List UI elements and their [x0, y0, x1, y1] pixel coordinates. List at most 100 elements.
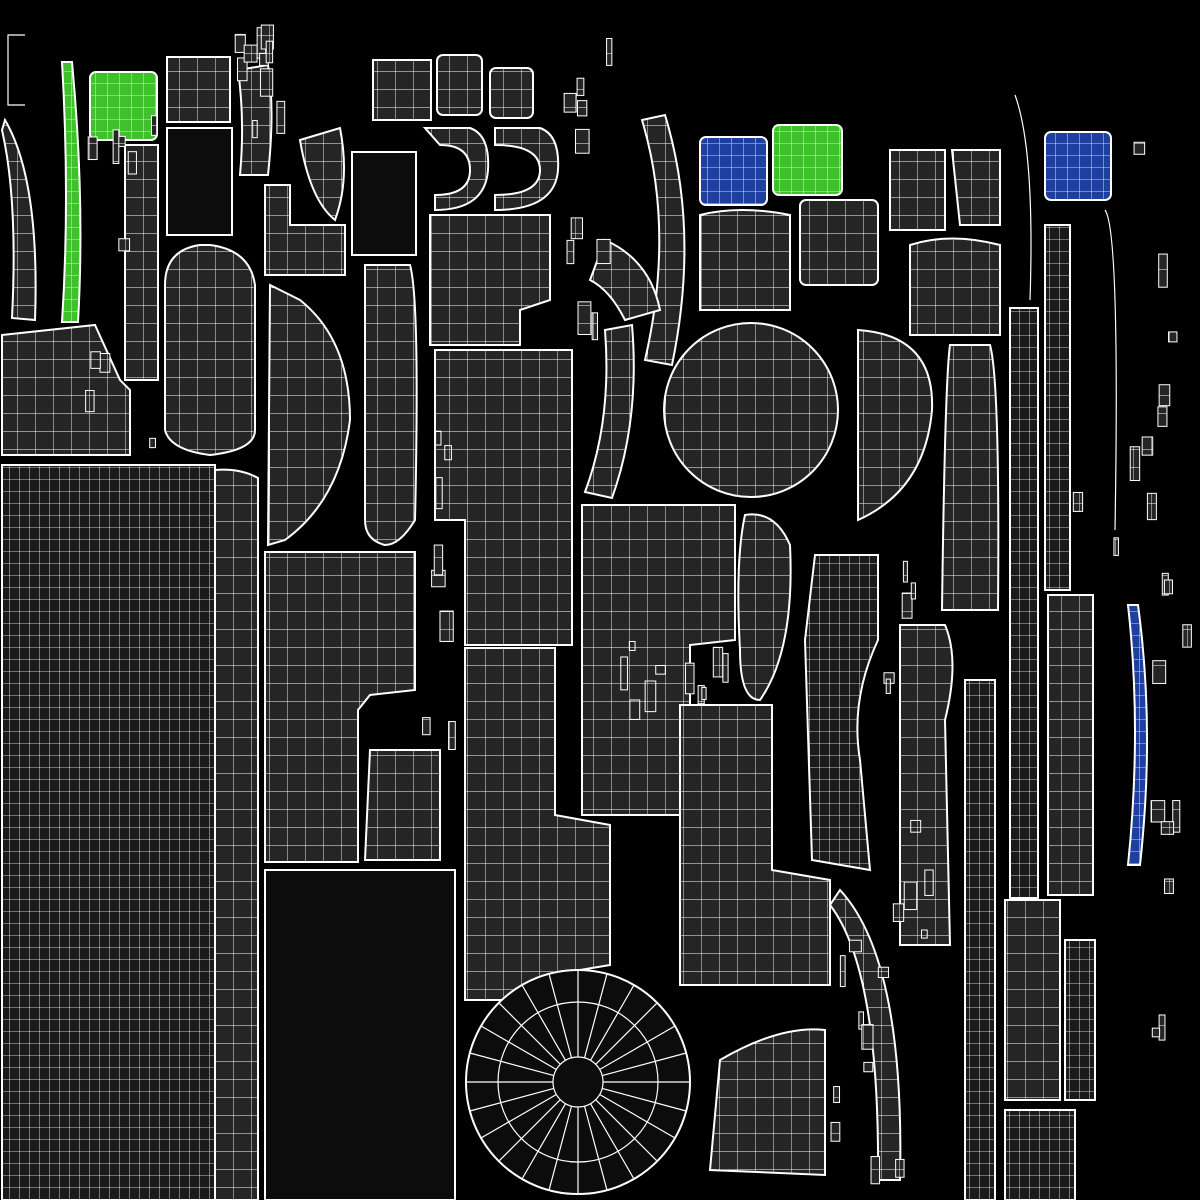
uv-small-island [848, 939, 862, 953]
uv-shell-panel-g [950, 149, 1001, 226]
uv-small-island [910, 819, 922, 833]
disc-spoke [595, 1099, 658, 1162]
uv-small-island [902, 560, 908, 583]
uv-shell-small-grid [166, 56, 231, 123]
uv-small-island [591, 312, 598, 341]
disc-spoke [601, 1087, 687, 1112]
disc-spoke [601, 1052, 687, 1077]
uv-shell-wedge-2 [708, 1028, 826, 1177]
uv-small-island [90, 351, 101, 369]
uv-small-island [1157, 406, 1168, 427]
disc-spoke [599, 1025, 676, 1071]
uv-small-island [885, 678, 891, 694]
uv-shell-panel-a [264, 551, 416, 863]
uv-small-island [921, 929, 928, 939]
uv-small-island [276, 100, 286, 134]
uv-small-island [1158, 253, 1168, 288]
uv-shell-panel-h [909, 237, 1001, 336]
uv-shell-frame-2 [264, 869, 456, 1200]
disc-spoke [498, 1099, 561, 1162]
disc-spoke [583, 1105, 608, 1191]
uv-shell-tall-piece [899, 624, 954, 946]
uv-small-islands [85, 24, 1192, 1185]
uv-small-island [903, 881, 918, 911]
uv-shell-tall-capsule-2 [940, 344, 1000, 611]
uv-small-island [1182, 624, 1192, 648]
uv-small-island [85, 390, 95, 413]
uv-shell-dome-2 [857, 328, 934, 522]
uv-small-island [606, 37, 613, 66]
disc-spoke [521, 984, 567, 1061]
uv-shell-seat [429, 214, 551, 346]
uv-shell-frame [351, 151, 417, 256]
uv-small-island [435, 477, 443, 510]
uv-small-island [1133, 141, 1146, 155]
uv-small-island [448, 721, 456, 750]
uv-shell-strip-d [1047, 594, 1094, 896]
uv-shell-hook-2 [494, 127, 560, 212]
uv-small-island [629, 699, 641, 720]
uv-shell-hook [422, 127, 490, 212]
uv-small-island [265, 40, 274, 64]
uv-small-island [236, 57, 248, 82]
uv-small-island [1151, 1027, 1161, 1038]
uv-shell-large-panel [1, 464, 216, 1200]
uv-shell-panel-d [679, 704, 831, 986]
uv-small-island [444, 445, 452, 461]
uv-small-island [1113, 537, 1119, 556]
uv-small-island [1072, 491, 1084, 512]
uv-small-island [570, 217, 584, 240]
uv-shell-blue-square [699, 136, 768, 206]
uv-small-island [628, 640, 636, 651]
uv-small-island [701, 686, 707, 700]
uv-shell-wedge [298, 126, 345, 222]
uv-small-island [1152, 660, 1167, 684]
uv-small-island [439, 610, 454, 642]
uv-small-island [892, 903, 905, 922]
uv-small-island [87, 136, 98, 161]
uv-shell-blue-square-2 [1044, 131, 1112, 201]
uv-shell-curved-strip-2 [640, 113, 686, 367]
uv-small-island [435, 430, 442, 446]
uv-shell-strip-c [1044, 224, 1071, 591]
uv-shell-disc-spokes [466, 970, 690, 1194]
uv-shell-curved-strip [0, 117, 37, 322]
disc-spoke [548, 973, 573, 1059]
uv-small-island [895, 1158, 905, 1178]
uv-shell-column [124, 144, 159, 381]
uv-small-island [566, 239, 575, 265]
uv-small-island [1160, 821, 1175, 835]
uv-small-island [1158, 384, 1171, 407]
uv-shell-capsule [164, 244, 256, 457]
uv-small-island [433, 544, 444, 576]
uv-small-island [127, 151, 137, 175]
uv-small-island [99, 353, 111, 373]
uv-small-island [118, 238, 131, 252]
uv-shell-arm-2 [803, 554, 879, 872]
uv-shell-dome [266, 283, 352, 547]
uv-small-island [644, 680, 657, 713]
disc-spoke [599, 1093, 676, 1139]
uv-shell-arm [264, 184, 346, 276]
disc-spoke [548, 1105, 573, 1191]
uv-small-island [1141, 436, 1154, 456]
disc-spoke [469, 1052, 555, 1077]
uv-small-island [1150, 800, 1166, 823]
uv-small-island [839, 955, 846, 988]
uv-small-island [574, 128, 590, 154]
uv-small-island [861, 1024, 874, 1050]
uv-small-island [576, 77, 585, 96]
uv-shell-strip-b [1009, 307, 1039, 899]
uv-shell-box-3 [436, 54, 483, 116]
uv-small-island [924, 869, 934, 896]
uv-small-island [877, 966, 890, 978]
uv-small-island [563, 92, 577, 113]
uv-small-island [1158, 1014, 1166, 1041]
uv-small-island [863, 1061, 874, 1073]
disc-spoke [589, 984, 635, 1061]
uv-shell-block [0, 323, 131, 456]
uv-small-island [1168, 331, 1178, 343]
uv-small-island [1129, 446, 1141, 482]
uv-shell-box-2 [372, 59, 432, 121]
